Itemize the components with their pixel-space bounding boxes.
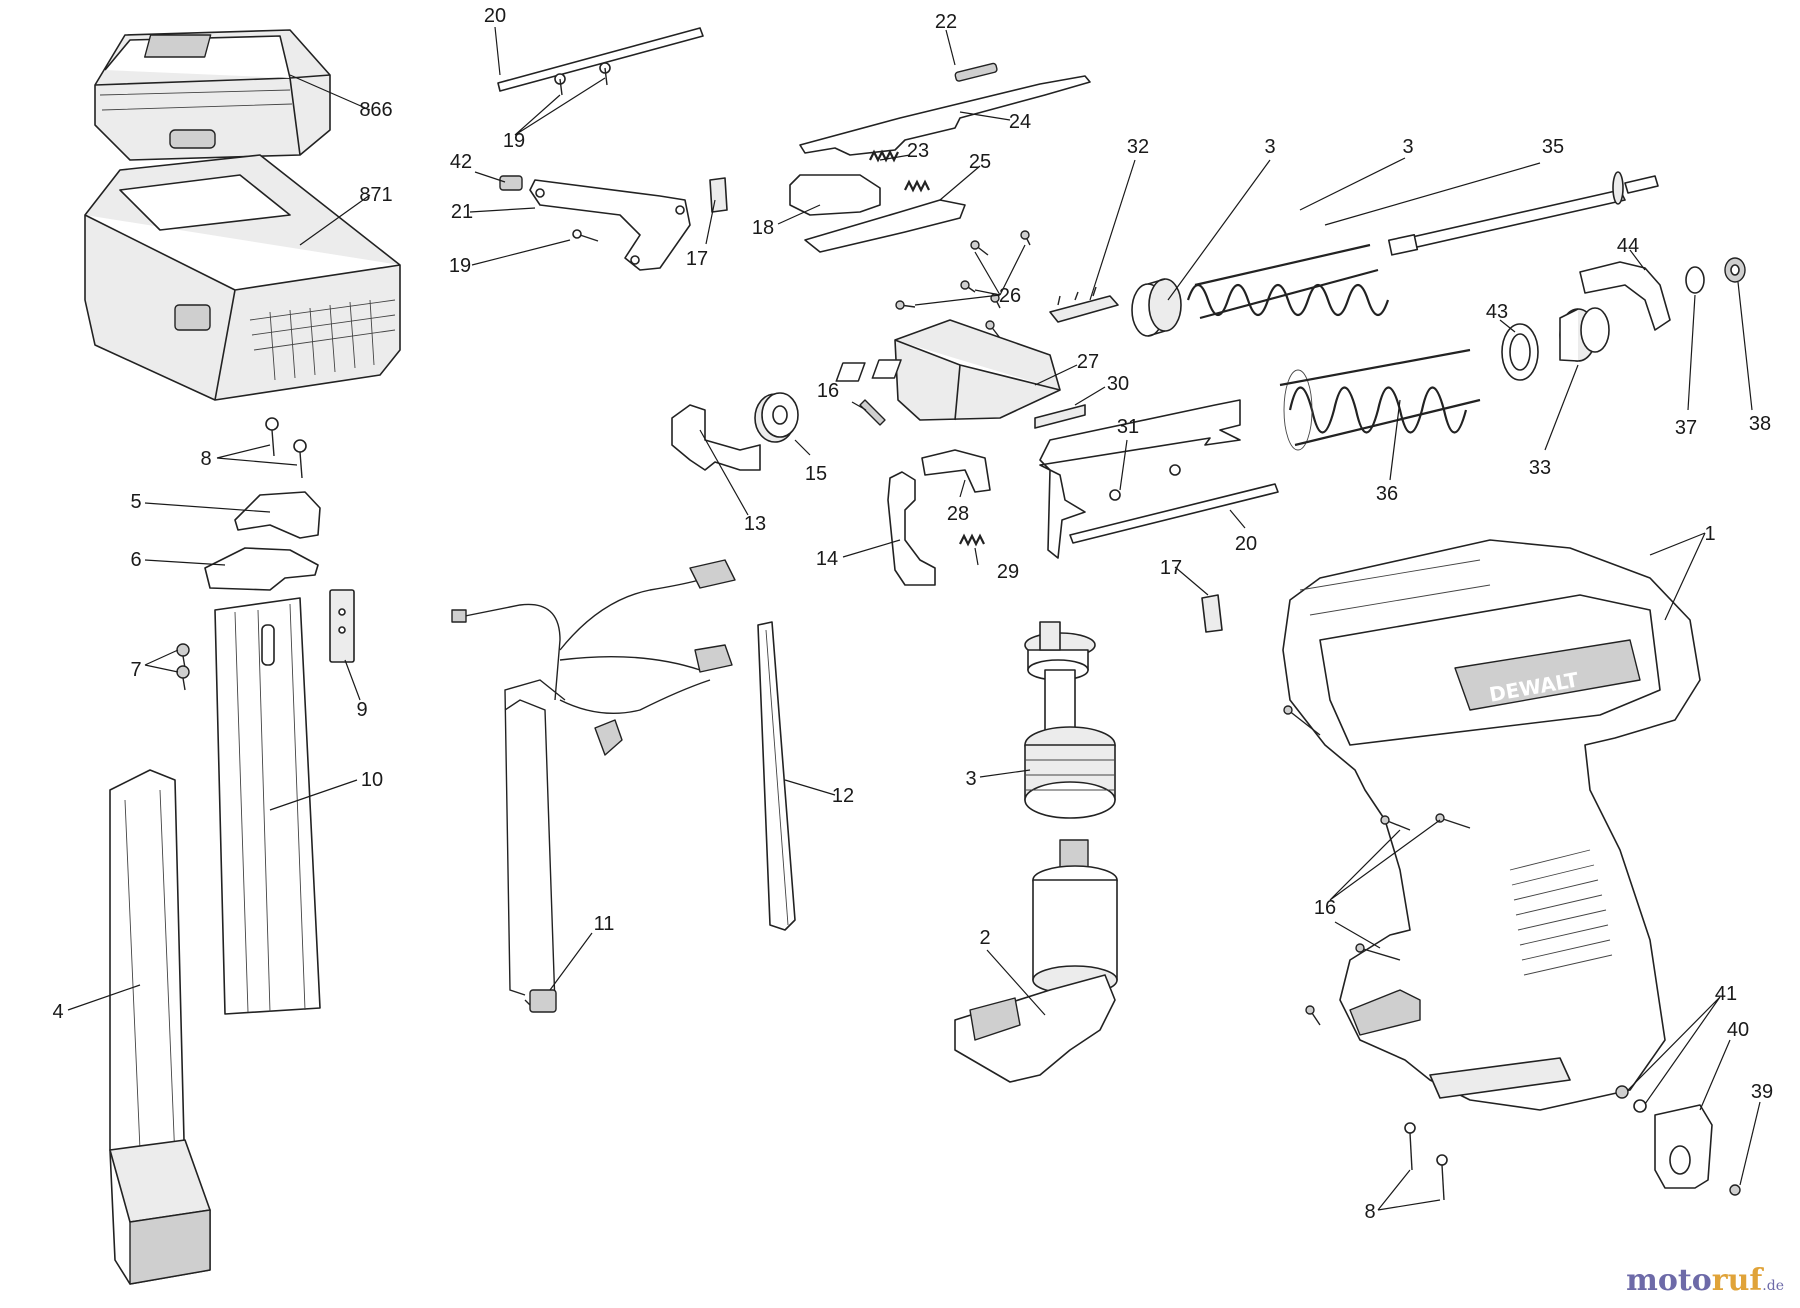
- insert-17-mid: [1201, 594, 1223, 633]
- driver-spring-assembly-3: [1131, 243, 1390, 337]
- part-number-label: 866: [359, 99, 392, 121]
- part-number-label: 30: [1107, 373, 1129, 395]
- slide-bracket-31: [1039, 399, 1241, 559]
- part-number-label: 19: [449, 255, 471, 277]
- clip-32: [1049, 286, 1119, 323]
- screws-26: [895, 230, 1031, 339]
- return-spring-36: [1279, 348, 1481, 451]
- part-number-label: 35: [1542, 136, 1564, 158]
- part-number-label: 12: [832, 785, 854, 807]
- part-number-label: 38: [1749, 413, 1771, 435]
- part-number-label: 37: [1675, 417, 1697, 439]
- magazine-4: [109, 769, 211, 1285]
- guide-strip-12: [757, 621, 796, 931]
- part-number-label: 8: [200, 448, 211, 470]
- trigger-14: [887, 449, 991, 586]
- part-number-label: 18: [752, 217, 774, 239]
- nose-parts-5-6-7-8-9: [176, 417, 355, 691]
- part-number-label: 42: [450, 151, 472, 173]
- part-number-label: 20: [484, 5, 506, 27]
- part-number-label: 19: [503, 130, 525, 152]
- part-number-label: 3: [965, 768, 976, 790]
- tool-housing-1: DEWALT: [1282, 539, 1701, 1111]
- part-number-label: 16: [1314, 897, 1336, 919]
- trigger-linkage-group: [789, 62, 1091, 253]
- part-number-label: 22: [935, 11, 957, 33]
- leader-lines: [67, 26, 1761, 1211]
- part-number-label: 28: [947, 503, 969, 525]
- charger-871: [84, 154, 401, 401]
- watermark-part2: ruf: [1711, 1263, 1763, 1298]
- part-number-label: 16: [817, 380, 839, 402]
- guide-rod-20-mid: [1069, 483, 1279, 544]
- part-number-label: 39: [1751, 1081, 1773, 1103]
- part-number-label: 9: [356, 699, 367, 721]
- magazine-rail-10: [214, 597, 321, 1015]
- armature-3: [1024, 621, 1116, 819]
- part-number-label: 29: [997, 561, 1019, 583]
- part-number-label: 11: [594, 913, 615, 935]
- watermark-suffix: .de: [1762, 1278, 1784, 1294]
- bracket-21: [499, 175, 728, 271]
- part-number-label: 33: [1529, 457, 1551, 479]
- part-number-label: 31: [1117, 416, 1139, 438]
- part-number-label: 15: [805, 463, 827, 485]
- part-number-label: 13: [744, 513, 766, 535]
- wiring-harness-11: [451, 559, 736, 1013]
- part-number-label: 21: [451, 201, 473, 223]
- part-number-label: 40: [1727, 1019, 1749, 1041]
- part-number-label: 17: [686, 248, 708, 270]
- part-number-label: 17: [1160, 557, 1182, 579]
- part-number-label: 44: [1617, 235, 1639, 257]
- part-number-label: 14: [816, 548, 838, 570]
- part-number-label: 7: [130, 659, 141, 681]
- belt-hook-parts: [1404, 1085, 1741, 1201]
- driver-shaft-35: [1387, 171, 1659, 256]
- watermark-logo: motoruf.de: [1626, 1263, 1784, 1298]
- watermark-part1: moto: [1626, 1263, 1712, 1298]
- part-number-label: 8: [1364, 1201, 1375, 1223]
- part-number-label: 2: [979, 927, 990, 949]
- part-number-label: 41: [1715, 983, 1737, 1005]
- part-number-label: 24: [1009, 111, 1031, 133]
- pins-16-right: [1283, 705, 1471, 1026]
- battery-pack-866: [94, 29, 331, 161]
- bushings-43-33: [1501, 307, 1610, 381]
- part-number-label: 6: [130, 549, 141, 571]
- part-number-label: 23: [907, 140, 929, 162]
- part-number-label: 36: [1376, 483, 1398, 505]
- part-number-label: 5: [130, 491, 141, 513]
- motor-2: [954, 839, 1118, 1083]
- part-number-label: 871: [359, 184, 392, 206]
- part-number-label: 26: [999, 285, 1021, 307]
- part-number-label: 32: [1127, 136, 1149, 158]
- contact-housing-27: [835, 319, 1086, 429]
- part-number-label: 20: [1235, 533, 1257, 555]
- bracket-44-washers: [1579, 257, 1746, 331]
- part-number-label: 27: [1077, 351, 1099, 373]
- guide-rod-20-top: [497, 27, 704, 96]
- part-number-label: 10: [361, 769, 383, 791]
- part-number-label: 3: [1264, 136, 1275, 158]
- part-number-label: 43: [1486, 301, 1508, 323]
- part-number-label: 4: [52, 1001, 63, 1023]
- part-number-label: 25: [969, 151, 991, 173]
- part-number-label: 3: [1402, 136, 1413, 158]
- small-parts-13-15-16: [671, 392, 886, 471]
- part-number-label: 1: [1704, 523, 1715, 545]
